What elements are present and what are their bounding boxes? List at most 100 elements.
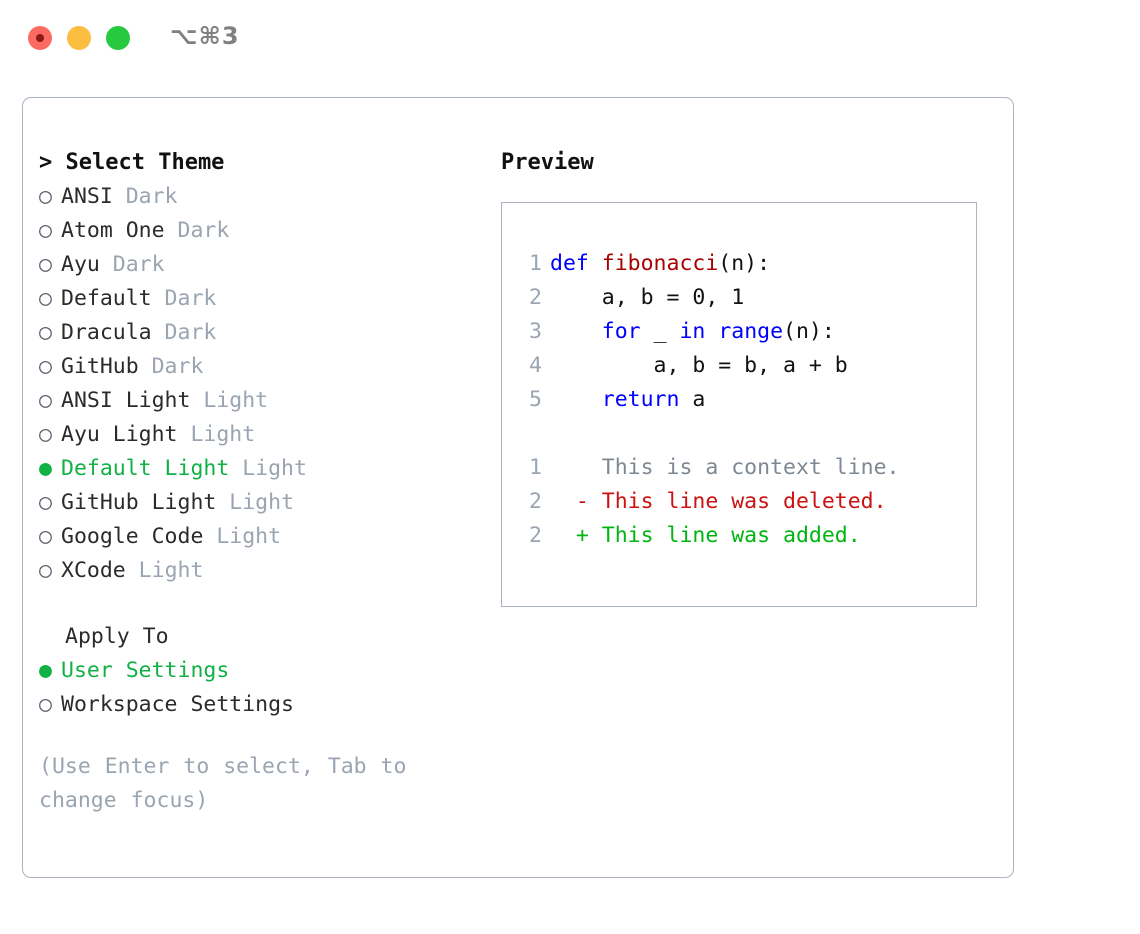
spacer <box>39 722 479 750</box>
theme-name: Atom One <box>61 218 165 243</box>
code-token: return <box>601 387 680 412</box>
theme-option-ayu[interactable]: ○ Ayu Dark <box>39 248 479 282</box>
keyboard-hint: (Use Enter to select, Tab to change focu… <box>39 754 407 813</box>
spacer <box>520 417 970 451</box>
apply-to-label: User Settings <box>61 658 230 683</box>
theme-name: Ayu <box>61 252 100 277</box>
theme-variant-tag: Light <box>190 388 269 413</box>
theme-option-atom-one[interactable]: ○ Atom One Dark <box>39 214 479 248</box>
theme-option-github-light[interactable]: ○ GitHub Light Light <box>39 486 479 520</box>
theme-variant-tag: Dark <box>138 354 204 379</box>
theme-variant-tag: Light <box>125 558 204 583</box>
theme-name: GitHub <box>61 354 139 379</box>
line-number: 4 <box>529 353 542 378</box>
diff-line-add: 2 + This line was added. <box>520 519 970 553</box>
theme-variant-tag: Dark <box>164 218 230 243</box>
diff-marker <box>550 455 602 480</box>
line-number: 1 <box>529 251 542 276</box>
theme-option-ansi-light[interactable]: ○ANSI Light Light <box>39 384 479 418</box>
radio-unselected-icon: ○ <box>39 320 52 345</box>
radio-unselected-icon: ○ <box>39 524 52 549</box>
theme-name: Ayu Light <box>61 422 178 447</box>
code-token: _ <box>640 319 680 344</box>
code-line: 3 for _ in range(n): <box>520 315 970 349</box>
radio-unselected-icon: ○ <box>39 490 52 515</box>
code-token <box>705 319 718 344</box>
line-number: 2 <box>529 285 542 310</box>
theme-option-google-code[interactable]: ○ Google Code Light <box>39 520 479 554</box>
diff-text: This line was deleted. <box>601 489 887 514</box>
diff-line-ctx: 1 This is a context line. <box>520 451 970 485</box>
line-number: 2 <box>529 489 542 514</box>
diff-marker: + <box>550 523 602 548</box>
diff-marker: - <box>550 489 602 514</box>
apply-to-options: ●User Settings ○ Workspace Settings <box>39 654 479 722</box>
code-line: 2 a, b = 0, 1 <box>520 281 970 315</box>
spacer <box>39 588 479 620</box>
theme-selector-panel: > Select Theme ○ANSI Dark○Atom One Dark○… <box>22 97 1014 878</box>
theme-variant-tag: Dark <box>151 286 217 311</box>
theme-option-xcode[interactable]: ○ XCode Light <box>39 554 479 588</box>
theme-option-default[interactable]: ○ Default Dark <box>39 282 479 316</box>
code-token: (n): <box>783 319 835 344</box>
theme-variant-tag: Light <box>229 456 307 481</box>
apply-to-option-workspace-settings[interactable]: ○ Workspace Settings <box>39 688 479 722</box>
apply-to-header: Apply To <box>65 624 169 649</box>
window-title: ⌥⌘3 <box>170 22 240 50</box>
line-number: 1 <box>529 455 542 480</box>
theme-name: ANSI <box>61 184 113 209</box>
code-line: 5 return a <box>520 383 970 417</box>
maximize-button[interactable] <box>106 26 130 50</box>
theme-option-default-light[interactable]: ● Default Light Light <box>39 452 479 486</box>
line-number: 3 <box>529 319 542 344</box>
code-token: def <box>550 251 602 276</box>
theme-option-dracula[interactable]: ○ Dracula Dark <box>39 316 479 350</box>
line-number: 2 <box>529 523 542 548</box>
theme-name: Google Code <box>61 524 204 549</box>
apply-to-label: Workspace Settings <box>61 692 294 717</box>
radio-unselected-icon: ○ <box>39 354 52 379</box>
theme-option-ayu-light[interactable]: ○ Ayu Light Light <box>39 418 479 452</box>
theme-name: GitHub Light <box>61 490 217 515</box>
code-token <box>550 387 602 412</box>
apply-to-option-user-settings[interactable]: ●User Settings <box>39 654 479 688</box>
radio-selected-icon: ● <box>39 456 52 481</box>
radio-unselected-icon: ○ <box>39 422 52 447</box>
radio-unselected-icon: ○ <box>39 252 52 277</box>
traffic-lights <box>28 26 130 50</box>
code-token: a <box>679 387 706 412</box>
radio-unselected-icon: ○ <box>39 286 52 311</box>
theme-name: ANSI Light <box>61 388 191 413</box>
code-token: for <box>601 319 641 344</box>
theme-list-column: > Select Theme ○ANSI Dark○Atom One Dark○… <box>39 146 479 818</box>
code-token: a, b = b, a + b <box>550 353 848 378</box>
code-token: a, b = 0, 1 <box>550 285 745 310</box>
diff-line-del: 2 - This line was deleted. <box>520 485 970 519</box>
minimize-button[interactable] <box>67 26 91 50</box>
code-token: range <box>718 319 784 344</box>
code-token <box>550 319 602 344</box>
theme-option-ansi[interactable]: ○ANSI Dark <box>39 180 479 214</box>
theme-option-github[interactable]: ○ GitHub Dark <box>39 350 479 384</box>
diff-text: This is a context line. <box>601 455 900 480</box>
theme-variant-tag: Light <box>177 422 256 447</box>
theme-variant-tag: Dark <box>151 320 217 345</box>
theme-variant-tag: Light <box>216 490 295 515</box>
diff-sample: 1 This is a context line.2 - This line w… <box>520 451 970 553</box>
diff-text: This line was added. <box>601 523 861 548</box>
theme-name: Default <box>61 286 152 311</box>
theme-name: Dracula <box>61 320 152 345</box>
radio-unselected-icon: ○ <box>39 218 52 243</box>
radio-unselected-icon: ○ <box>39 692 52 717</box>
line-number: 5 <box>529 387 542 412</box>
theme-variant-tag: Light <box>203 524 282 549</box>
theme-name: Default Light <box>61 456 230 481</box>
theme-variant-tag: Dark <box>99 252 165 277</box>
close-button[interactable] <box>28 26 52 50</box>
theme-name: XCode <box>61 558 126 583</box>
radio-unselected-icon: ○ <box>39 558 52 583</box>
